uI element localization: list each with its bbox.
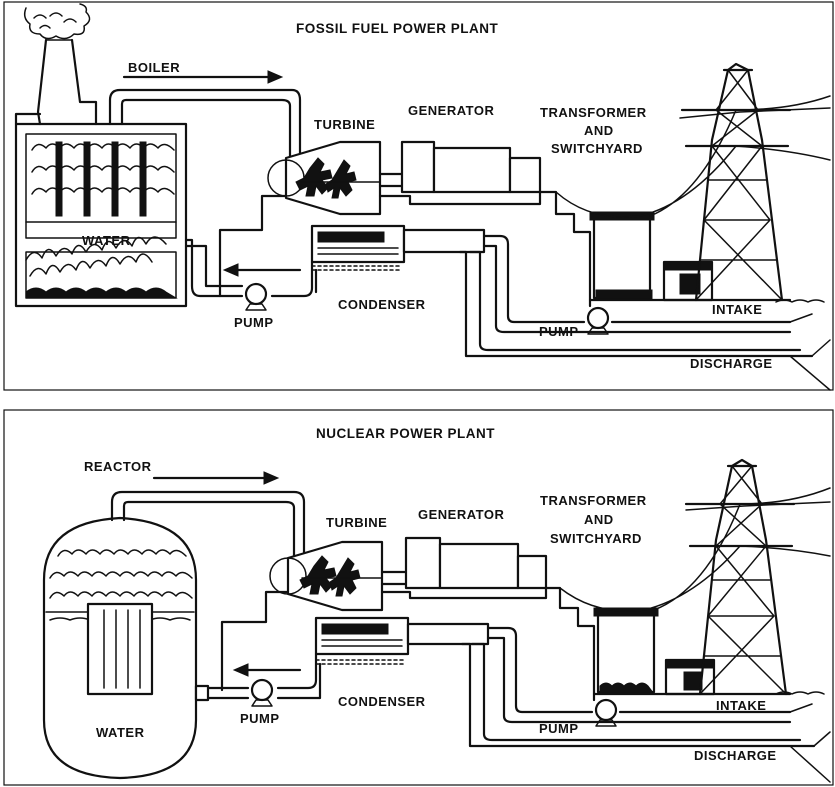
nuclear-left-pump bbox=[250, 678, 274, 702]
fossil-turbine bbox=[267, 140, 382, 216]
nuclear-power-lines bbox=[559, 487, 831, 612]
fossil-right-pump-label: PUMP bbox=[539, 324, 579, 339]
fossil-return-pipe bbox=[184, 238, 314, 298]
fossil-generator-label: GENERATOR bbox=[408, 103, 494, 118]
nuclear-condenser bbox=[314, 616, 490, 665]
nuclear-transformer-label-line3: SWITCHYARD bbox=[550, 531, 642, 546]
nuclear-reactor-core bbox=[86, 602, 154, 696]
fossil-transformer-label-line1: TRANSFORMER bbox=[540, 105, 647, 120]
fossil-discharge-pipe bbox=[458, 250, 814, 358]
fossil-furnace-fire bbox=[25, 236, 178, 299]
nuclear-reactor-vessel bbox=[42, 516, 198, 780]
fossil-condenser-label: CONDENSER bbox=[338, 297, 426, 312]
fossil-intake-pipe bbox=[482, 234, 792, 324]
fossil-condenser bbox=[310, 224, 486, 271]
nuclear-discharge-label: DISCHARGE bbox=[694, 748, 777, 763]
fossil-furnace-chamber bbox=[25, 133, 177, 239]
nuclear-left-pump-label: PUMP bbox=[240, 711, 280, 726]
nuclear-transmission-tower bbox=[684, 458, 796, 696]
fossil-discharge-label: DISCHARGE bbox=[690, 356, 773, 371]
nuclear-condenser-label: CONDENSER bbox=[338, 694, 426, 709]
nuclear-transformer-label-line2: AND bbox=[584, 512, 614, 527]
nuclear-intake-pipe bbox=[486, 626, 792, 714]
fossil-shaft bbox=[378, 172, 404, 188]
nuclear-generator bbox=[404, 536, 548, 590]
nuclear-transformer-label-line1: TRANSFORMER bbox=[540, 493, 647, 508]
fossil-smoke-cloud bbox=[23, 3, 91, 40]
nuclear-discharge-pipe bbox=[460, 642, 816, 748]
fossil-transformer-label-line2: AND bbox=[584, 123, 614, 138]
fossil-title: FOSSIL FUEL POWER PLANT bbox=[296, 21, 499, 36]
fossil-steam-pipe bbox=[108, 88, 302, 162]
fossil-transformer-label-line3: SWITCHYARD bbox=[551, 141, 643, 156]
nuclear-generator-label: GENERATOR bbox=[418, 507, 504, 522]
nuclear-turbine bbox=[269, 540, 384, 612]
nuclear-shaft bbox=[380, 570, 408, 586]
fossil-panel-frame bbox=[3, 1, 834, 391]
fossil-transformer bbox=[588, 211, 792, 302]
fossil-generator bbox=[400, 140, 542, 194]
fossil-left-pump-label: PUMP bbox=[234, 315, 274, 330]
nuclear-reactor-label: REACTOR bbox=[84, 459, 152, 474]
nuclear-steam-pipe bbox=[110, 490, 306, 562]
fossil-boiler-housing bbox=[14, 122, 188, 308]
fossil-fuel-panel: FOSSIL FUEL POWER PLANT WATER bbox=[3, 1, 834, 391]
nuclear-intake-label: INTAKE bbox=[716, 698, 766, 713]
fossil-boiler-label: BOILER bbox=[128, 60, 180, 75]
fossil-power-lines bbox=[555, 95, 831, 218]
nuclear-panel-frame bbox=[3, 409, 834, 786]
fossil-intake-label: INTAKE bbox=[712, 302, 762, 317]
nuclear-right-pump bbox=[594, 698, 618, 722]
nuclear-turbine-label: TURBINE bbox=[326, 515, 387, 530]
nuclear-right-pump-label: PUMP bbox=[539, 721, 579, 736]
nuclear-panel: NUCLEAR POWER PLANT WATER REACTOR TURBI bbox=[3, 409, 834, 786]
fossil-chimney bbox=[36, 38, 98, 126]
fossil-steam-tubes bbox=[31, 141, 175, 217]
nuclear-water-label: WATER bbox=[96, 725, 145, 740]
fossil-transmission-tower bbox=[680, 62, 792, 302]
nuclear-transformer bbox=[592, 607, 792, 696]
fossil-turbine-label: TURBINE bbox=[314, 117, 375, 132]
fossil-right-pump bbox=[586, 306, 610, 330]
fossil-left-pump bbox=[244, 282, 268, 306]
nuclear-title: NUCLEAR POWER PLANT bbox=[316, 426, 495, 441]
